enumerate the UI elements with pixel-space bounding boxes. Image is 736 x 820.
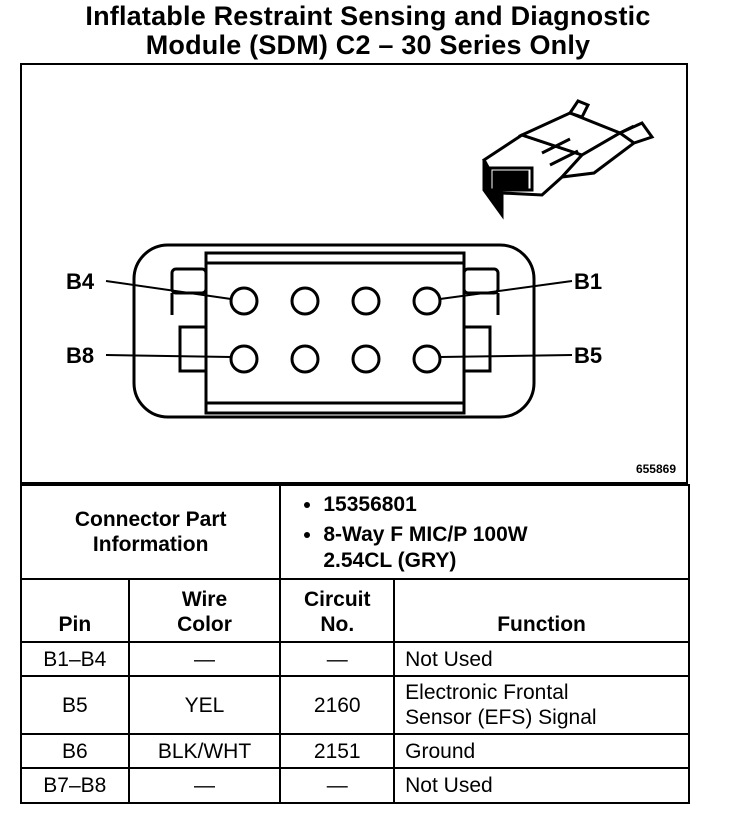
header-wire-color: Wire Color bbox=[127, 578, 282, 643]
cell-wire-color: BLK/WHT bbox=[127, 733, 282, 769]
cell-function: Electronic Frontal Sensor (EFS) Signal bbox=[393, 675, 690, 735]
header-pin: Pin bbox=[20, 578, 130, 643]
cell-wire-color: — bbox=[127, 767, 282, 804]
table-row: B6 BLK/WHT 2151 Ground bbox=[20, 733, 690, 769]
connector-info-row: Connector Part Information 15356801 8-Wa… bbox=[19, 484, 690, 580]
pin-cavity-b1 bbox=[412, 286, 442, 316]
cell-pin: B6 bbox=[20, 733, 130, 769]
cell-function: Ground bbox=[393, 733, 690, 769]
cell-wire-color: YEL bbox=[127, 675, 282, 735]
title-line-2: Module (SDM) C2 – 30 Series Only bbox=[145, 30, 591, 60]
pin-cavity-b2 bbox=[351, 286, 381, 316]
leader-lines bbox=[105, 280, 573, 358]
title-line-1: Inflatable Restraint Sensing and Diagnos… bbox=[85, 1, 651, 31]
pin-cavity-b3 bbox=[290, 286, 320, 316]
pin-cavity-b7 bbox=[290, 344, 320, 374]
connector-face bbox=[132, 243, 536, 419]
pinout-table: Connector Part Information 15356801 8-Wa… bbox=[19, 484, 690, 804]
figure-number: 655869 bbox=[635, 462, 676, 476]
cell-wire-color: — bbox=[127, 641, 282, 677]
cell-pin: B5 bbox=[20, 675, 130, 735]
cell-circuit: — bbox=[279, 641, 396, 677]
pin-cavity-b5 bbox=[412, 344, 442, 374]
pin-cavity-b6 bbox=[351, 344, 381, 374]
cell-pin: B1–B4 bbox=[20, 641, 130, 677]
connector-part-number: 15356801 bbox=[323, 492, 682, 518]
label-b1: B1 bbox=[574, 269, 602, 294]
connector-figure: B4 B1 B8 B5 655869 bbox=[20, 63, 688, 484]
table-row: B1–B4 — — Not Used bbox=[20, 641, 690, 677]
connector-description: 8-Way F MIC/P 100W 2.54CL (GRY) bbox=[323, 522, 682, 574]
connector-diagram: B4 B1 B8 B5 bbox=[66, 99, 655, 419]
header-function: Function bbox=[393, 578, 690, 643]
table-row: B7–B8 — — Not Used bbox=[20, 767, 690, 804]
connector-3d-illustration bbox=[482, 99, 655, 220]
pin-cavities bbox=[229, 286, 442, 374]
cell-circuit: 2151 bbox=[279, 733, 396, 769]
document-title: Inflatable Restraint Sensing and Diagnos… bbox=[0, 2, 736, 60]
table-row: B5 YEL 2160 Electronic Frontal Sensor (E… bbox=[20, 675, 690, 735]
label-b8: B8 bbox=[66, 343, 94, 368]
connector-info-values: 15356801 8-Way F MIC/P 100W 2.54CL (GRY) bbox=[279, 484, 690, 580]
connector-info-label: Connector Part Information bbox=[19, 484, 282, 580]
cell-function: Not Used bbox=[393, 641, 690, 677]
label-b4: B4 bbox=[66, 269, 95, 294]
cell-function: Not Used bbox=[393, 767, 690, 804]
cell-pin: B7–B8 bbox=[20, 767, 130, 804]
cell-circuit: 2160 bbox=[279, 675, 396, 735]
header-circuit-no: Circuit No. bbox=[279, 578, 396, 643]
pin-cavity-b8 bbox=[229, 344, 259, 374]
pin-cavity-b4 bbox=[229, 286, 259, 316]
label-b5: B5 bbox=[574, 343, 602, 368]
cell-circuit: — bbox=[279, 767, 396, 804]
table-header-row: Pin Wire Color Circuit No. Function bbox=[20, 578, 690, 643]
